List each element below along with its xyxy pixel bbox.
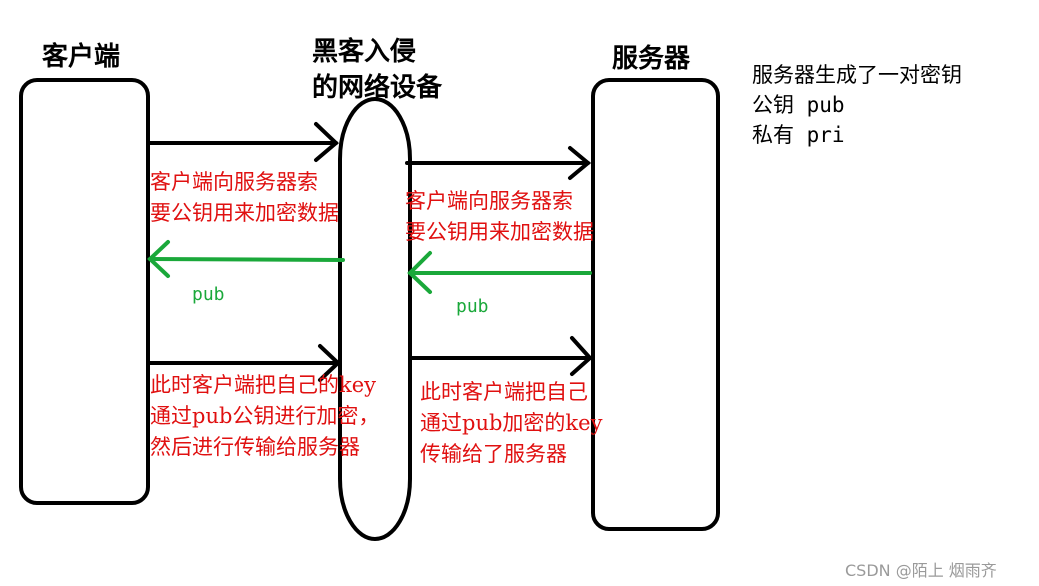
send-left-line1: 此时客户端把自己的key [150,373,377,397]
server-note-line1: 服务器生成了一对密钥 [752,63,962,87]
attacker-device-box [338,97,412,541]
send-arrow-right [410,336,593,376]
pub-arrow-left [147,240,345,278]
pub-arrow-right [407,251,592,294]
send-text-right: 此时客户端把自己 通过pub加密的key 传输给了服务器 [420,377,602,470]
send-right-line1: 此时客户端把自己 [420,380,588,404]
attacker-label-line2: 的网络设备 [312,73,443,103]
request-text-right: 客户端向服务器索 要公钥用来加密数据 [405,186,594,248]
client-label: 客户端 [42,42,121,72]
send-right-line3: 传输给了服务器 [420,442,567,466]
send-text-left: 此时客户端把自己的key 通过pub公钥进行加密， 然后进行传输给服务器 [150,370,379,463]
server-note-line2: 公钥 pub [752,93,845,117]
request-right-line1: 客户端向服务器索 [405,189,573,213]
request-left-line2: 要公钥用来加密数据 [150,201,339,225]
request-arrow-right [405,146,592,180]
server-key-note: 服务器生成了一对密钥 公钥 pub 私有 pri [752,60,962,150]
request-arrow-left [148,122,339,162]
watermark: CSDN @陌上 烟雨齐 [845,561,997,580]
send-left-line2: 通过pub公钥进行加密， [150,404,380,428]
pub-label-right: pub [456,296,489,317]
send-arrow-left [148,344,341,382]
server-box [591,78,720,531]
attacker-label-line1: 黑客入侵 [312,37,417,67]
request-left-line1: 客户端向服务器索 [150,170,318,194]
pub-label-left: pub [192,284,225,305]
attacker-label: 黑客入侵 的网络设备 [312,34,442,106]
server-label: 服务器 [612,44,691,74]
request-text-left: 客户端向服务器索 要公钥用来加密数据 [150,167,339,229]
send-left-line3: 然后进行传输给服务器 [150,435,360,459]
client-box [19,78,150,505]
send-right-line2: 通过pub加密的key [420,411,603,435]
server-note-line3: 私有 pri [752,123,845,147]
request-right-line2: 要公钥用来加密数据 [405,220,594,244]
